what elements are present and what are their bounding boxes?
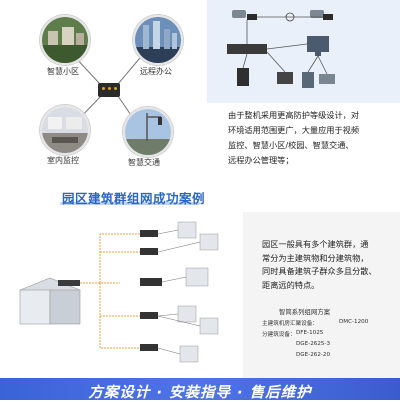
smart-community-label: 智慧小区 xyxy=(47,67,79,76)
case-description: 园区一般具有多个建筑群，通 常分为主建筑物和分建筑物， 同时具备建筑子群众多且分… xyxy=(262,238,392,292)
remote-office-label: 远程办公 xyxy=(140,67,172,76)
smart-traffic-label: 智慧交通 xyxy=(128,158,160,167)
scheme-title: 智简系列组网方案 xyxy=(279,308,331,316)
sub-building-label: 分建筑设备： xyxy=(262,332,296,338)
campus-topology-drawing xyxy=(19,221,219,363)
network-topology-panel xyxy=(207,0,400,103)
section-heading: 园区建筑群组网成功案例 xyxy=(0,186,400,208)
case-line: 常分为主建筑物和分建筑物， xyxy=(262,252,369,263)
smart-traffic-photo xyxy=(123,107,173,157)
case-line: 同时具备建筑子群众多且分散、 xyxy=(262,266,377,276)
main-building-label: 主建筑机房汇聚设备： xyxy=(262,321,318,327)
description-line: 由于整机采用更高防护等级设计，对 xyxy=(228,110,360,120)
network-switch-hub xyxy=(98,83,120,97)
section-title: 园区建筑群组网成功案例 xyxy=(62,191,206,206)
service-banner: 方案设计 · 安装指导 · 售后维护 xyxy=(0,378,400,401)
scheme-device-3: DGE-2625-3 xyxy=(296,341,331,347)
topology-drawing xyxy=(227,10,335,88)
heading-underline xyxy=(60,202,200,205)
application-description: 由于整机采用更高防护等级设计，对 环境适用范围更广，大量应用于视频 监控、智慧小… xyxy=(228,108,388,168)
description-line: 监控、智慧小区/校园、智慧交通、 xyxy=(228,140,354,150)
description-line: 远程办公管理等； xyxy=(228,155,294,165)
smart-community-photo xyxy=(40,15,90,65)
sub-building-device: DFE-1025 xyxy=(296,330,324,336)
indoor-monitoring-photo xyxy=(40,105,90,155)
case-description-box xyxy=(243,212,400,378)
remote-office-photo xyxy=(133,15,183,65)
case-line: 距离远的特点。 xyxy=(262,279,320,290)
main-building-device: DMC-1200 xyxy=(339,319,369,325)
service-banner-text: 方案设计 · 安装指导 · 售后维护 xyxy=(88,385,312,401)
case-line: 园区一般具有多个建筑群，通 xyxy=(262,239,369,249)
scheme-device-4: DGE-262-20 xyxy=(296,352,331,358)
indoor-monitoring-label: 室内监控 xyxy=(47,156,79,165)
description-line: 环境适用范围更广，大量应用于视频 xyxy=(228,125,360,135)
